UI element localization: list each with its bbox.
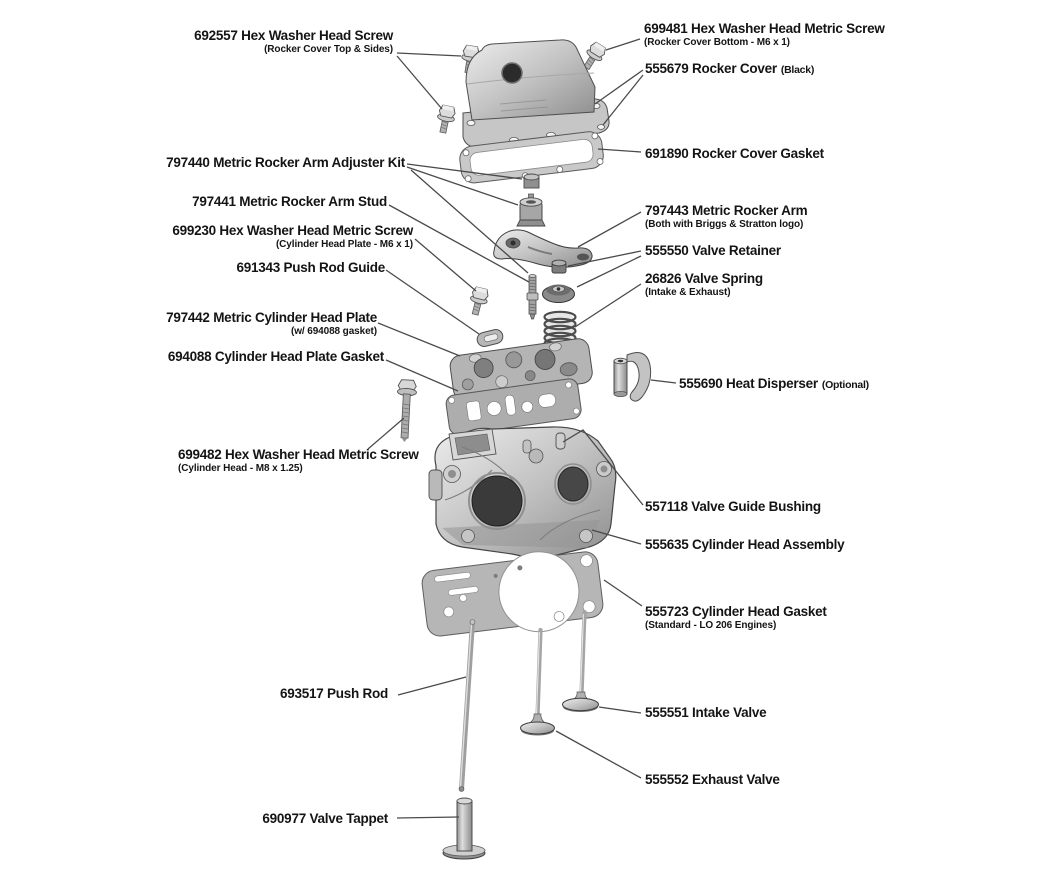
label-555552-exhaust-valve: 555552 Exhaust Valve [645,772,780,788]
rocker-cover-gasket-part [459,131,604,184]
label-797440-rocker-arm-adjuster-kit: 797440 Metric Rocker Arm Adjuster Kit [166,155,405,171]
adjuster-nut-part [523,173,540,189]
part-label-text: 555550 Valve Retainer [645,243,781,258]
part-label-text: 797443 Metric Rocker Arm [645,203,808,218]
label-555679-rocker-cover: 555679 Rocker Cover(Black) [645,61,815,77]
label-555635-cylinder-head-assembly: 555635 Cylinder Head Assembly [645,537,845,553]
label-699230-hex-washer-head-metric-screw: 699230 Hex Washer Head Metric Screw (Cyl… [172,223,413,250]
hex-washer-screw-cover-side [434,103,458,135]
part-label-suffix: (Optional) [821,379,869,391]
label-692557-hex-washer-head-screw: 692557 Hex Washer Head Screw (Rocker Cov… [194,28,393,55]
cylinder-head-plate-gasket-part [445,378,582,436]
part-label-text: 797442 Metric Cylinder Head Plate [166,310,377,325]
part-label-text: 699482 Hex Washer Head Metric Screw [178,447,419,462]
valve-cap-part [551,259,567,274]
part-label-subtext: (Cylinder Head - M8 x 1.25) [178,462,303,474]
label-690977-valve-tappet: 690977 Valve Tappet [262,811,388,827]
part-label-text: 557118 Valve Guide Bushing [645,499,821,514]
label-555690-heat-disperser: 555690 Heat Disperser(Optional) [679,376,869,392]
label-699481-hex-washer-head-metric-screw: 699481 Hex Washer Head Metric Screw (Roc… [644,21,885,48]
part-label-text: 797440 Metric Rocker Arm Adjuster Kit [166,155,405,170]
heat-disperser-part [613,352,652,402]
part-label-text: 690977 Valve Tappet [262,811,388,826]
part-label-text: 555552 Exhaust Valve [645,772,780,787]
part-label-text: 555690 Heat Disperser(Optional) [679,376,869,391]
part-label-text: 691890 Rocker Cover Gasket [645,146,824,161]
label-26826-valve-spring: 26826 Valve Spring (Intake & Exhaust) [645,271,763,298]
part-label-subtext: (Intake & Exhaust) [645,286,731,298]
label-555550-valve-retainer: 555550 Valve Retainer [645,243,781,259]
part-label-subtext: (Cylinder Head Plate - M6 x 1) [275,238,413,250]
label-557118-valve-guide-bushing: 557118 Valve Guide Bushing [645,499,821,515]
hex-washer-metric-screw-head-plate [466,285,491,317]
push-rod-guide-part [476,329,504,347]
part-label-text: 693517 Push Rod [279,686,388,701]
part-label-subtext: (Standard - LO 206 Engines) [645,619,777,631]
cylinder-head-assembly-part [428,426,617,558]
rocker-arm-part [493,229,593,268]
part-label-text: 555551 Intake Valve [645,705,767,720]
part-label-text: 555723 Cylinder Head Gasket [645,604,827,619]
label-691890-rocker-cover-gasket: 691890 Rocker Cover Gasket [645,146,824,162]
cylinder-head-bolt-part [397,379,417,442]
leader-lines [367,38,677,819]
cylinder-head-gasket-part [421,551,604,637]
part-label-text: 699230 Hex Washer Head Metric Screw [172,223,413,238]
label-691343-push-rod-guide: 691343 Push Rod Guide [236,260,385,276]
rocker-arm-stud-part [526,274,539,320]
valve-tappet-part [442,797,486,860]
part-label-text: 797441 Metric Rocker Arm Stud [192,194,387,209]
part-label-text: 692557 Hex Washer Head Screw [194,28,393,43]
intake-valve-part [562,609,599,712]
label-555551-intake-valve: 555551 Intake Valve [645,705,767,721]
label-797442-cylinder-head-plate: 797442 Metric Cylinder Head Plate (w/ 69… [166,310,377,337]
adjuster-barrel-part [516,193,546,227]
valve-spring-part [543,310,577,350]
part-label-subtext: (Rocker Cover Top & Sides) [264,43,393,55]
part-label-text: 26826 Valve Spring [645,271,763,286]
rocker-cover-part [462,39,610,148]
part-label-suffix: (Black) [780,64,815,76]
label-555723-cylinder-head-gasket: 555723 Cylinder Head Gasket (Standard - … [645,604,827,631]
part-label-text: 694088 Cylinder Head Plate Gasket [167,349,384,364]
label-699482-hex-washer-head-metric-screw: 699482 Hex Washer Head Metric Screw (Cyl… [178,447,419,474]
push-rod-part [458,619,476,792]
label-797443-metric-rocker-arm: 797443 Metric Rocker Arm (Both with Brig… [645,203,808,230]
label-694088-cylinder-head-plate-gasket: 694088 Cylinder Head Plate Gasket [167,349,384,365]
label-797441-rocker-arm-stud: 797441 Metric Rocker Arm Stud [192,194,387,210]
part-label-text: 699481 Hex Washer Head Metric Screw [644,21,885,36]
part-label-subtext: (w/ 694088 gasket) [290,325,377,337]
valve-retainer-part [542,284,575,303]
label-693517-push-rod: 693517 Push Rod [279,686,388,702]
exhaust-valve-part [520,627,555,736]
part-label-subtext: (Rocker Cover Bottom - M6 x 1) [644,36,790,48]
part-label-subtext: (Both with Briggs & Stratton logo) [645,218,804,230]
part-label-text: 691343 Push Rod Guide [236,260,385,275]
part-label-text: 555635 Cylinder Head Assembly [645,537,845,552]
part-label-text: 555679 Rocker Cover(Black) [645,61,815,76]
